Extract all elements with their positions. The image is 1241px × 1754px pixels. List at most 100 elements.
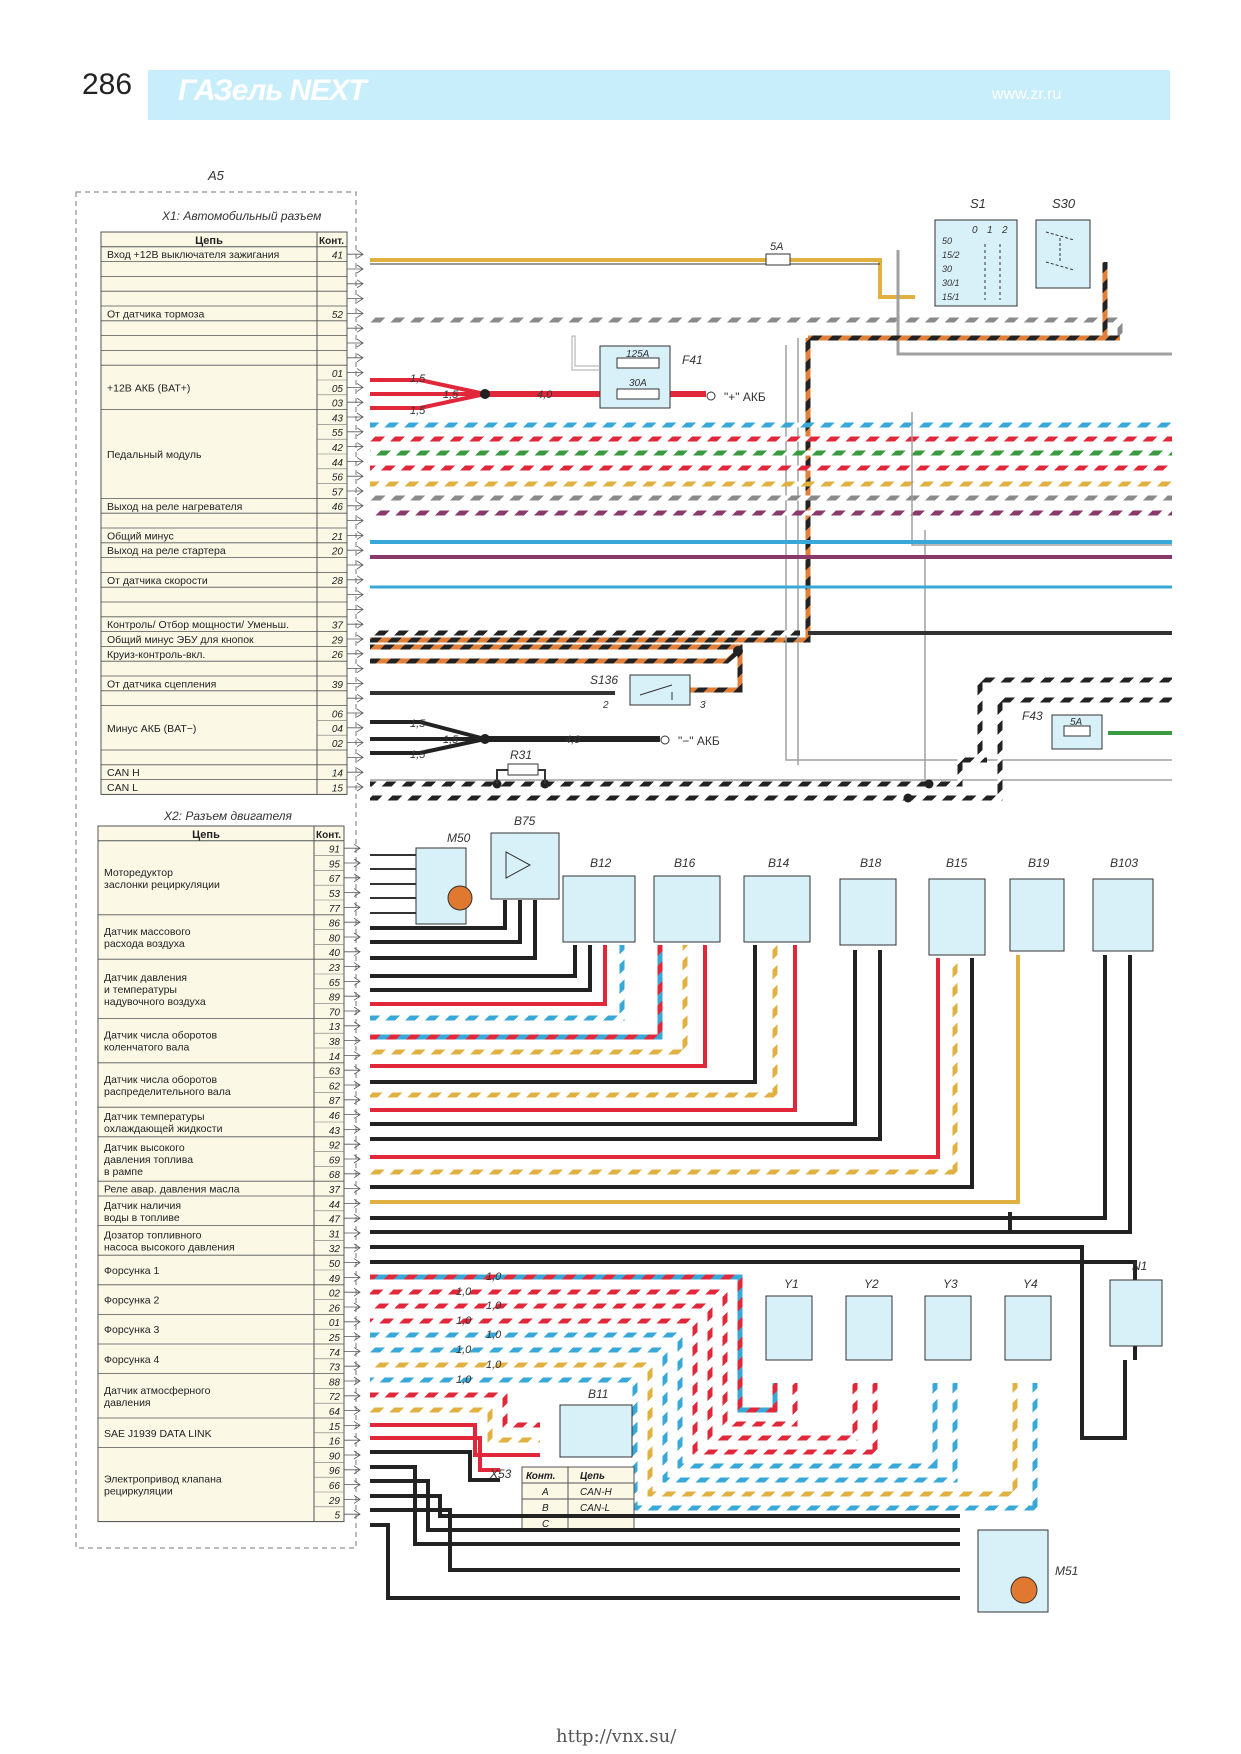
x1-pin-arrow — [347, 368, 364, 377]
x2-pin-arrow — [344, 917, 361, 927]
x1-row-label: CAN H — [107, 767, 140, 779]
x1-pin: 21 — [331, 532, 343, 543]
x53-label: X53 — [489, 1467, 512, 1481]
wire-size-10-d: 1,0 — [456, 1315, 472, 1327]
x2-pin: 50 — [329, 1259, 341, 1270]
x2-pin: 63 — [329, 1067, 341, 1078]
x1-pin-arrow — [347, 264, 364, 274]
wire-size-10-g: 1,0 — [486, 1359, 502, 1371]
s136-label: S136 — [590, 673, 618, 687]
x2-pin: 62 — [329, 1081, 341, 1092]
wire-size-10-h: 1,0 — [456, 1374, 472, 1386]
x2-pin: 67 — [329, 874, 341, 885]
s1-term-301: 30/1 — [942, 278, 960, 288]
x1-row-label: От датчика сцепления — [107, 678, 216, 690]
x2-pin-arrow — [344, 932, 361, 942]
x1-pin-arrow — [347, 753, 364, 762]
x1-pin: 28 — [331, 576, 344, 587]
x2-pin: 95 — [329, 859, 341, 870]
x2-pin: 53 — [329, 889, 341, 900]
x2-pin-arrow — [344, 1095, 361, 1105]
x2-pin: 32 — [329, 1244, 341, 1255]
x1-row-label: Контроль/ Отбор мощности/ Уменьш. — [107, 619, 289, 631]
x1-pin-arrow — [347, 294, 364, 303]
x2-pin-arrow — [344, 903, 361, 912]
x2-pin: 13 — [329, 1022, 341, 1033]
s1-pos-0: 0 — [972, 225, 978, 236]
f43-label: F43 — [1022, 709, 1043, 723]
x2-pin: 31 — [329, 1229, 340, 1240]
x1-pin: 02 — [332, 739, 344, 750]
x1-pin-arrow — [347, 545, 364, 555]
x2-pin: 73 — [329, 1363, 341, 1374]
footer-url: http://vnx.su/ — [556, 1726, 677, 1747]
x2-pin-arrow — [344, 1332, 361, 1341]
x2-row-label: Форсунка 3 — [104, 1324, 160, 1336]
f41-fuse-b: 30A — [629, 378, 647, 389]
x2-pin-arrow — [344, 1317, 361, 1327]
x2-wiring: M50 B75 B12 B16 B14 B18 B — [370, 814, 1163, 1613]
x2-pin-arrow — [344, 1125, 361, 1134]
wire-size-10-a: 1,0 — [486, 1271, 502, 1283]
x1-pin-arrow — [347, 338, 364, 348]
f41-label: F41 — [682, 353, 703, 367]
x2-pin-arrow — [344, 1199, 361, 1208]
x2-head-circuit: Цепь — [192, 829, 220, 841]
x1-pin-arrow — [347, 782, 364, 792]
x53-row-circuit: CAN-H — [580, 1487, 612, 1498]
x2-pin: 5 — [334, 1511, 340, 1522]
x2-pin: 74 — [329, 1348, 341, 1359]
x1-pin-arrow — [347, 605, 364, 614]
m51-label: M51 — [1055, 1564, 1078, 1578]
wire-size-10-b: 1,0 — [456, 1286, 472, 1298]
x1-row-label: От датчика тормоза — [107, 308, 204, 320]
x1-pin: 41 — [332, 251, 343, 262]
x2-table-frame — [97, 825, 345, 1523]
x1-pin-arrow — [347, 383, 364, 392]
x2-pin: 72 — [329, 1392, 341, 1403]
x2-pin-arrow — [344, 1287, 361, 1297]
x2-pin-arrow — [344, 1228, 361, 1238]
b12-label: B12 — [590, 856, 612, 870]
x1-wiring: 5A 1,5 1,5 1,5 4,0 125A 30A F41 "+" АКБ — [370, 241, 1172, 803]
b14-label: B14 — [768, 856, 790, 870]
x1-pin-arrow — [347, 560, 364, 570]
b11-label: B11 — [588, 1387, 608, 1401]
x2-pin: 49 — [329, 1274, 341, 1285]
x1-row-label: Выход на реле стартера — [107, 545, 226, 557]
x1-pin: 03 — [332, 399, 344, 410]
x2-pin-arrow — [344, 1361, 361, 1371]
x1-pin: 37 — [332, 621, 344, 632]
x1-pin: 29 — [331, 635, 344, 646]
x2-pin: 26 — [328, 1303, 341, 1314]
x1-pin-arrow — [347, 397, 364, 407]
x2-pin: 88 — [329, 1377, 341, 1388]
x2-pin: 64 — [329, 1407, 341, 1418]
x2-pin-arrow — [344, 1110, 361, 1119]
x2-pin-arrow — [344, 1273, 361, 1282]
x2-pin-arrow — [344, 1021, 361, 1031]
s1-term-30: 30 — [942, 264, 952, 274]
y1-label: Y1 — [784, 1277, 799, 1291]
s1-term-151: 15/1 — [942, 292, 960, 302]
x2-pin: 86 — [329, 919, 341, 930]
x1-head-pin: Конт. — [319, 236, 344, 247]
x1-pin-arrow — [347, 279, 364, 289]
x1-row-label: Выход на реле нагревателя — [107, 501, 242, 513]
x2-pin-arrow — [344, 1495, 361, 1504]
b103-sensor — [1092, 878, 1154, 952]
x2-pin-arrow — [344, 1243, 361, 1253]
wire-size-10-c: 1,0 — [486, 1300, 502, 1312]
b16-sensor — [653, 875, 721, 943]
b14-sensor — [743, 875, 811, 943]
x2-pin: 23 — [328, 963, 341, 974]
x2-row-label: Форсунка 2 — [104, 1295, 160, 1307]
brand-title: ГАЗель NEXT — [178, 74, 367, 107]
x2-pin-arrow — [344, 1421, 361, 1430]
x2-pin-arrow — [344, 1391, 361, 1401]
